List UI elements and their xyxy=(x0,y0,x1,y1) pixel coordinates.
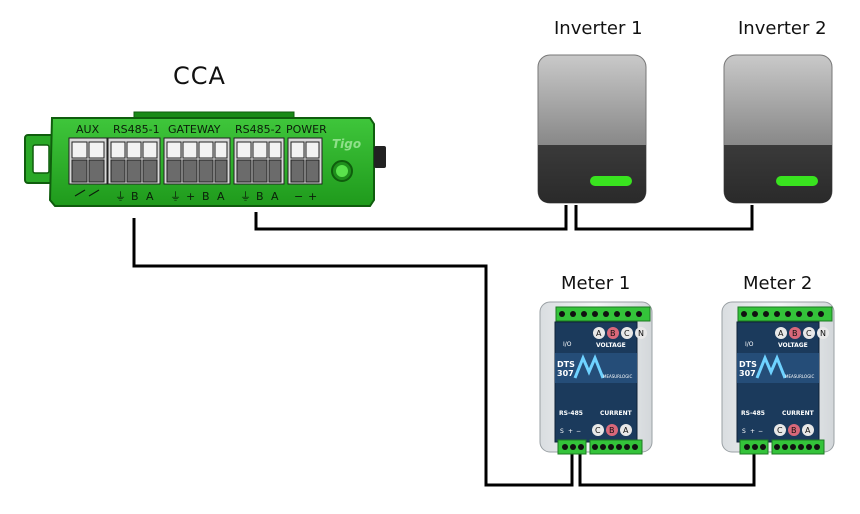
svg-text:A: A xyxy=(805,426,811,435)
terminal-rs485-2 xyxy=(233,137,285,185)
inverter-1-label: Inverter 1 xyxy=(554,18,643,39)
pin-label-rs485-2-b: B xyxy=(256,190,264,203)
svg-text:N: N xyxy=(820,329,826,338)
pin-label-rs485-1-a: A xyxy=(146,190,154,203)
cca-device: AUX RS485-1 GATEWAY RS485-2 POWER Tigo xyxy=(24,111,386,207)
cca-brand-logo: Tigo xyxy=(332,137,361,151)
svg-text:−: − xyxy=(576,428,581,435)
svg-text:307: 307 xyxy=(557,369,574,378)
svg-text:VOLTAGE: VOLTAGE xyxy=(778,342,808,349)
svg-text:B: B xyxy=(792,329,798,338)
inverter-1 xyxy=(537,54,647,204)
terminal-gateway xyxy=(163,137,231,185)
svg-text:MEASURLOGIC: MEASURLOGIC xyxy=(603,374,632,379)
pin-label-gateway-plus: + xyxy=(186,190,195,203)
terminal-rs485-1 xyxy=(107,137,161,185)
svg-text:RS-485: RS-485 xyxy=(559,410,583,417)
svg-text:B: B xyxy=(791,426,797,435)
svg-text:VOLTAGE: VOLTAGE xyxy=(596,342,626,349)
svg-text:C: C xyxy=(777,426,783,435)
pin-label-gateway-gnd: ⏚ xyxy=(170,190,181,203)
port-label-aux: AUX xyxy=(76,123,100,136)
pin-label-rs485-2-a: A xyxy=(271,190,279,203)
port-label-rs485-1: RS485-1 xyxy=(113,123,160,136)
svg-text:N: N xyxy=(638,329,644,338)
pin-label-gateway-b: B xyxy=(202,190,210,203)
svg-text:A: A xyxy=(778,329,784,338)
wire-rs485-2-to-inverters xyxy=(254,205,754,231)
svg-text:C: C xyxy=(595,426,601,435)
wire-rs485-1-to-meters xyxy=(132,218,574,487)
svg-text:+: + xyxy=(750,428,755,435)
svg-text:RS-485: RS-485 xyxy=(741,410,765,417)
pin-label-power-minus: − xyxy=(294,190,303,203)
cca-title: CCA xyxy=(173,62,226,90)
meter-2-label: Meter 2 xyxy=(743,273,813,294)
wire-meter1-to-meter2 xyxy=(578,450,756,487)
svg-text:C: C xyxy=(806,329,812,338)
svg-text:A: A xyxy=(596,329,602,338)
svg-text:CURRENT: CURRENT xyxy=(782,410,815,417)
svg-text:+: + xyxy=(568,428,573,435)
svg-text:I/O: I/O xyxy=(563,341,572,348)
pin-label-rs485-1-gnd: ⏚ xyxy=(115,190,126,203)
port-label-rs485-2: RS485-2 xyxy=(235,123,282,136)
port-label-power: POWER xyxy=(286,123,327,136)
inverter-2-label: Inverter 2 xyxy=(738,18,827,39)
inverter-1-led xyxy=(590,176,632,186)
svg-text:I/O: I/O xyxy=(745,341,754,348)
svg-text:S: S xyxy=(560,428,564,435)
svg-text:B: B xyxy=(609,426,615,435)
svg-text:CURRENT: CURRENT xyxy=(600,410,633,417)
inverter-2 xyxy=(723,54,833,204)
svg-text:MEASURLOGIC: MEASURLOGIC xyxy=(785,374,814,379)
svg-text:307: 307 xyxy=(739,369,756,378)
pin-label-power-plus: + xyxy=(308,190,317,203)
pin-label-gateway-a: A xyxy=(217,190,225,203)
svg-text:B: B xyxy=(610,329,616,338)
svg-text:S: S xyxy=(742,428,746,435)
svg-text:−: − xyxy=(758,428,763,435)
svg-text:A: A xyxy=(623,426,629,435)
terminal-power xyxy=(287,137,323,185)
meter-1-label: Meter 1 xyxy=(561,273,631,294)
svg-text:DTS: DTS xyxy=(557,360,575,369)
svg-text:DTS: DTS xyxy=(739,360,757,369)
pin-label-rs485-1-b: B xyxy=(131,190,139,203)
pin-label-rs485-2-gnd: ⏚ xyxy=(240,190,251,203)
meter-2: I/O A B C N VOLTAGE DTS 307 MEASURLOGIC … xyxy=(721,301,835,455)
terminal-aux xyxy=(68,137,108,185)
meter-1: I/O A B C N VOLTAGE DTS 307 MEASURLOGIC … xyxy=(539,301,653,455)
port-label-gateway: GATEWAY xyxy=(168,123,221,136)
inverter-2-led xyxy=(776,176,818,186)
cca-side-connector xyxy=(374,146,386,168)
svg-text:C: C xyxy=(624,329,630,338)
